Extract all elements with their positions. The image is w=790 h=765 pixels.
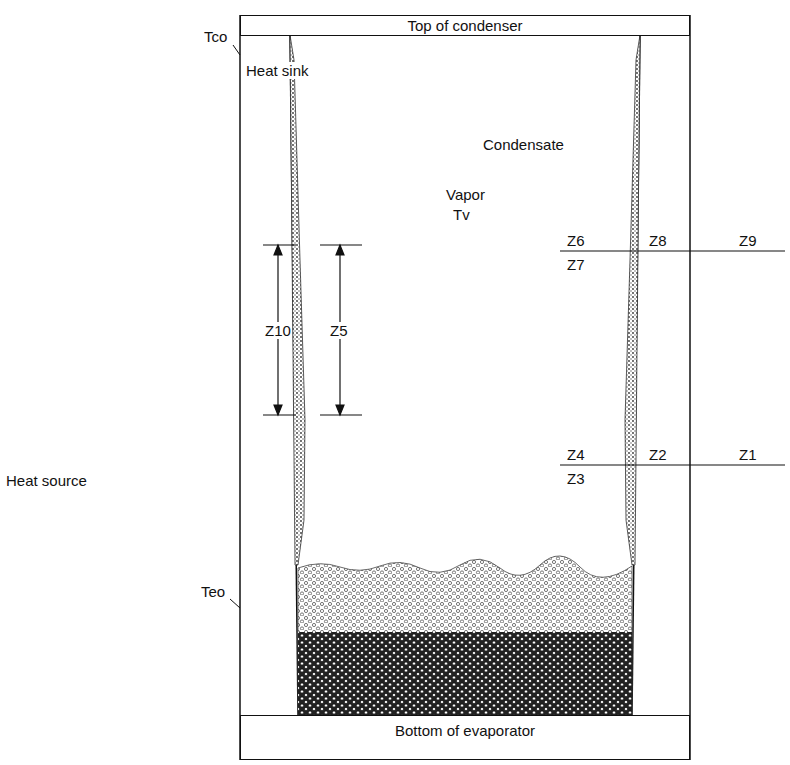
- leader-lines: [230, 45, 240, 608]
- temperature-label: Teo: [200, 583, 226, 600]
- liquid-pool: [298, 556, 632, 715]
- band-box: Top of condenser: [240, 15, 690, 36]
- dimension-label: Z10: [264, 322, 292, 339]
- dimension-label: Z5: [329, 322, 349, 339]
- region-label: Heat source: [5, 472, 88, 489]
- outer-frame: [240, 15, 690, 760]
- temperature-label: Tco: [203, 28, 228, 45]
- section-lines: [560, 251, 785, 465]
- band-label: Bottom of evaporator: [395, 716, 535, 739]
- condensate-film: [625, 35, 640, 565]
- position-label: Z9: [738, 232, 758, 249]
- condensate-film: [290, 35, 305, 565]
- position-label: Z2: [648, 446, 668, 463]
- inner-tube: [290, 35, 640, 715]
- region-label: Heat sink: [245, 62, 310, 79]
- position-label: Z1: [738, 446, 758, 463]
- region-label: Vapor: [445, 186, 486, 203]
- dimension-lines: [263, 245, 362, 415]
- band-label: Top of condenser: [407, 17, 522, 34]
- region-label: Condensate: [482, 136, 565, 153]
- position-label: Z3: [566, 470, 586, 487]
- band-box: Bottom of evaporator: [240, 715, 690, 760]
- temperature-label: Tv: [452, 206, 471, 223]
- position-label: Z8: [648, 232, 668, 249]
- position-label: Z7: [566, 256, 586, 273]
- position-label: Z4: [566, 446, 586, 463]
- position-label: Z6: [566, 232, 586, 249]
